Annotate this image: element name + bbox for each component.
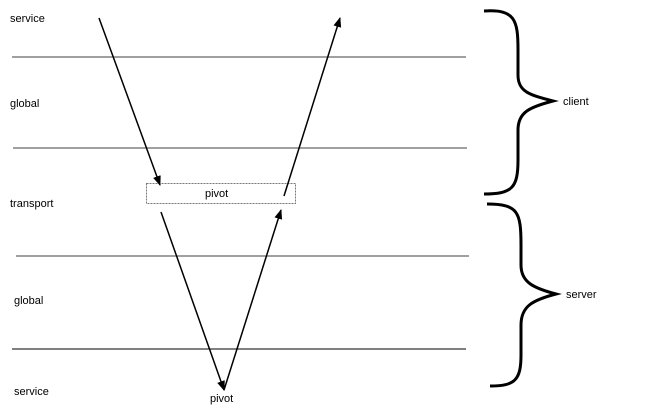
- arrow-server-up: [223, 209, 283, 391]
- layer-label-service-top: service: [10, 13, 45, 25]
- pivot-box: [146, 183, 296, 204]
- arrow-client-down: [98, 17, 161, 186]
- server-brace: [486, 202, 562, 388]
- layer-label-global-bottom: global: [14, 295, 43, 307]
- client-label: client: [563, 96, 589, 108]
- client-brace: [483, 9, 559, 196]
- pivot-box-label: pivot: [205, 188, 228, 200]
- arrow-server-down: [160, 211, 225, 391]
- arrow-client-up: [283, 17, 342, 197]
- layer-label-transport: transport: [10, 198, 53, 210]
- server-label: server: [566, 289, 597, 301]
- layer-label-global-top: global: [10, 98, 39, 110]
- pivot-bottom-label: pivot: [210, 393, 233, 405]
- layer-label-service-bottom: service: [14, 386, 49, 398]
